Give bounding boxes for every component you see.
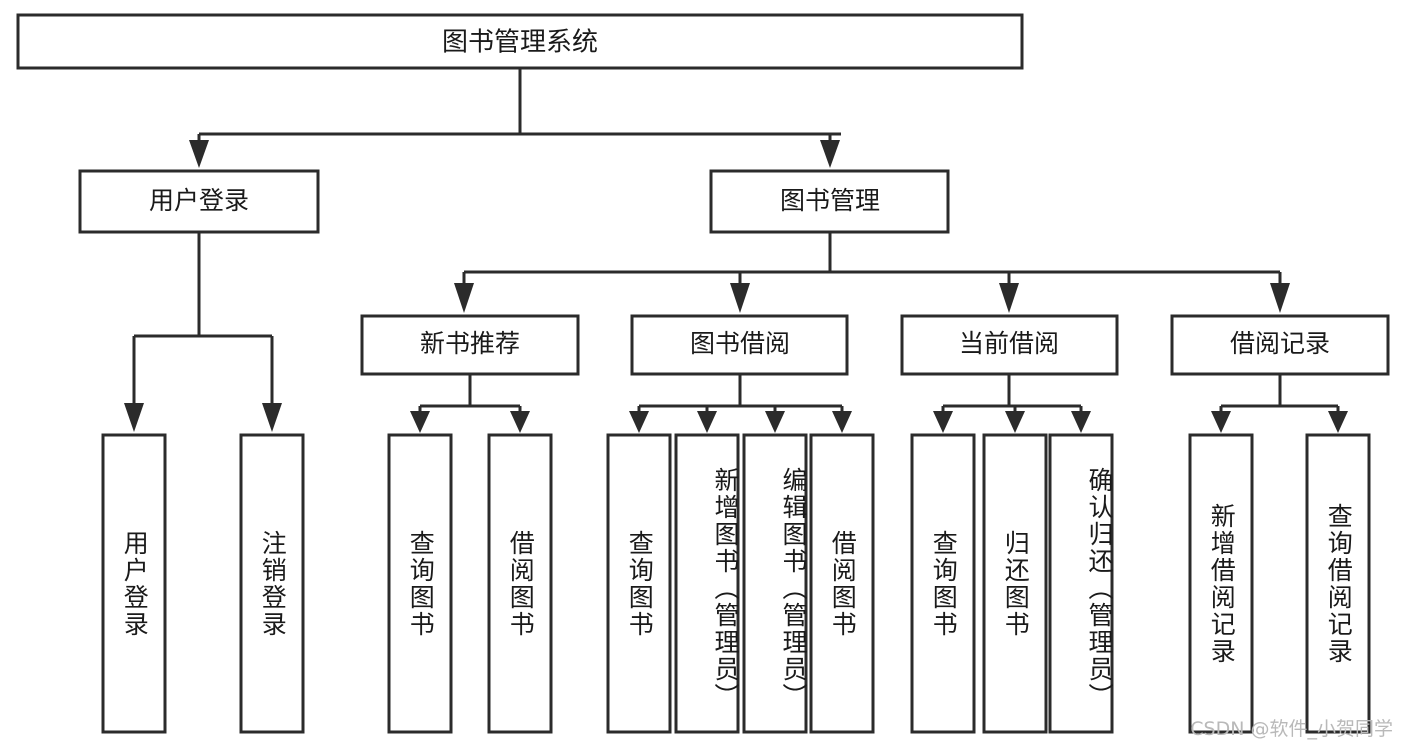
node-book-manage-label: 图书管理 <box>780 186 880 215</box>
arrow-to-leaf-query-record <box>1328 411 1348 433</box>
arrow-to-leaf-query-book-1 <box>410 411 430 433</box>
node-new-book-recommend-box[interactable] <box>360 314 580 376</box>
arrow-to-leaf-edit-book <box>765 411 785 433</box>
arrow-to-leaf-confirm-return <box>1071 411 1091 433</box>
node-book-manage-box[interactable] <box>709 169 950 234</box>
leaf-query-book-3-box[interactable] <box>910 433 976 734</box>
csdn-watermark: CSDN @软件_小贺同学 <box>1190 718 1393 740</box>
arrow-root-to-user-login <box>189 140 209 168</box>
arrow-to-leaf-query-book-3 <box>933 411 953 433</box>
arrow-to-leaf-add-book <box>697 411 717 433</box>
leaf-user-login-box[interactable] <box>101 433 167 734</box>
node-user-login-box[interactable] <box>78 169 320 234</box>
node-borrow-record-label: 借阅记录 <box>1230 329 1330 358</box>
connector-user-login-children <box>132 232 274 404</box>
arrow-to-current-borrow <box>999 283 1019 313</box>
node-new-book-recommend-label: 新书推荐 <box>420 329 520 358</box>
node-borrow-record-box[interactable] <box>1170 314 1390 376</box>
node-root-box[interactable] <box>16 13 1024 70</box>
node-user-login-label: 用户登录 <box>149 186 249 215</box>
node-book-borrow[interactable]: 图书借阅 <box>630 314 849 376</box>
arrow-to-leaf-add-record <box>1211 411 1231 433</box>
connector-new-book-recommend-children <box>418 374 522 412</box>
node-book-borrow-label: 图书借阅 <box>690 329 790 358</box>
arrow-to-leaf-query-book-2 <box>629 411 649 433</box>
node-new-book-recommend[interactable]: 新书推荐 <box>360 314 580 376</box>
leaf-return-book-box[interactable] <box>982 433 1048 734</box>
node-current-borrow-label: 当前借阅 <box>959 329 1059 358</box>
connector-book-manage-children <box>462 232 1282 284</box>
connector-root-to-level2 <box>197 68 841 141</box>
node-user-login[interactable]: 用户登录 <box>78 169 320 234</box>
node-borrow-record[interactable]: 借阅记录 <box>1170 314 1390 376</box>
arrow-to-book-borrow <box>730 283 750 313</box>
node-root[interactable]: 图书管理系统 <box>16 13 1024 70</box>
arrow-root-to-book-manage <box>820 140 840 168</box>
connector-layer <box>124 68 1348 433</box>
leaf-add-record-box[interactable] <box>1188 433 1254 734</box>
node-current-borrow[interactable]: 当前借阅 <box>900 314 1119 376</box>
leaf-query-record-box[interactable] <box>1305 433 1371 734</box>
arrow-to-borrow-record <box>1270 283 1290 313</box>
connector-book-borrow-children <box>637 374 844 412</box>
connector-current-borrow-children <box>941 374 1083 412</box>
leaf-borrow-book-1-box[interactable] <box>487 433 553 734</box>
arrow-to-leaf-user-login <box>124 403 144 432</box>
leaf-query-book-2-box[interactable] <box>606 433 672 734</box>
node-root-label: 图书管理系统 <box>442 28 598 58</box>
node-current-borrow-box[interactable] <box>900 314 1119 376</box>
leaf-box-layer <box>101 433 1371 734</box>
leaf-user-logout-box[interactable] <box>239 433 305 734</box>
arrow-to-leaf-return-book <box>1005 411 1025 433</box>
node-book-manage[interactable]: 图书管理 <box>709 169 950 234</box>
node-book-borrow-box[interactable] <box>630 314 849 376</box>
leaf-edit-book-box[interactable] <box>742 433 808 734</box>
arrow-to-leaf-user-logout <box>262 403 282 432</box>
leaf-query-book-1-box[interactable] <box>387 433 453 734</box>
arrow-to-leaf-borrow-book-1 <box>510 411 530 433</box>
leaf-borrow-book-2-box[interactable] <box>809 433 875 734</box>
leaf-add-book-box[interactable] <box>674 433 740 734</box>
arrow-to-leaf-borrow-book-2 <box>832 411 852 433</box>
connector-borrow-record-children <box>1219 374 1340 412</box>
arrow-to-new-book-recommend <box>454 283 474 313</box>
leaf-confirm-return-box[interactable] <box>1048 433 1114 734</box>
